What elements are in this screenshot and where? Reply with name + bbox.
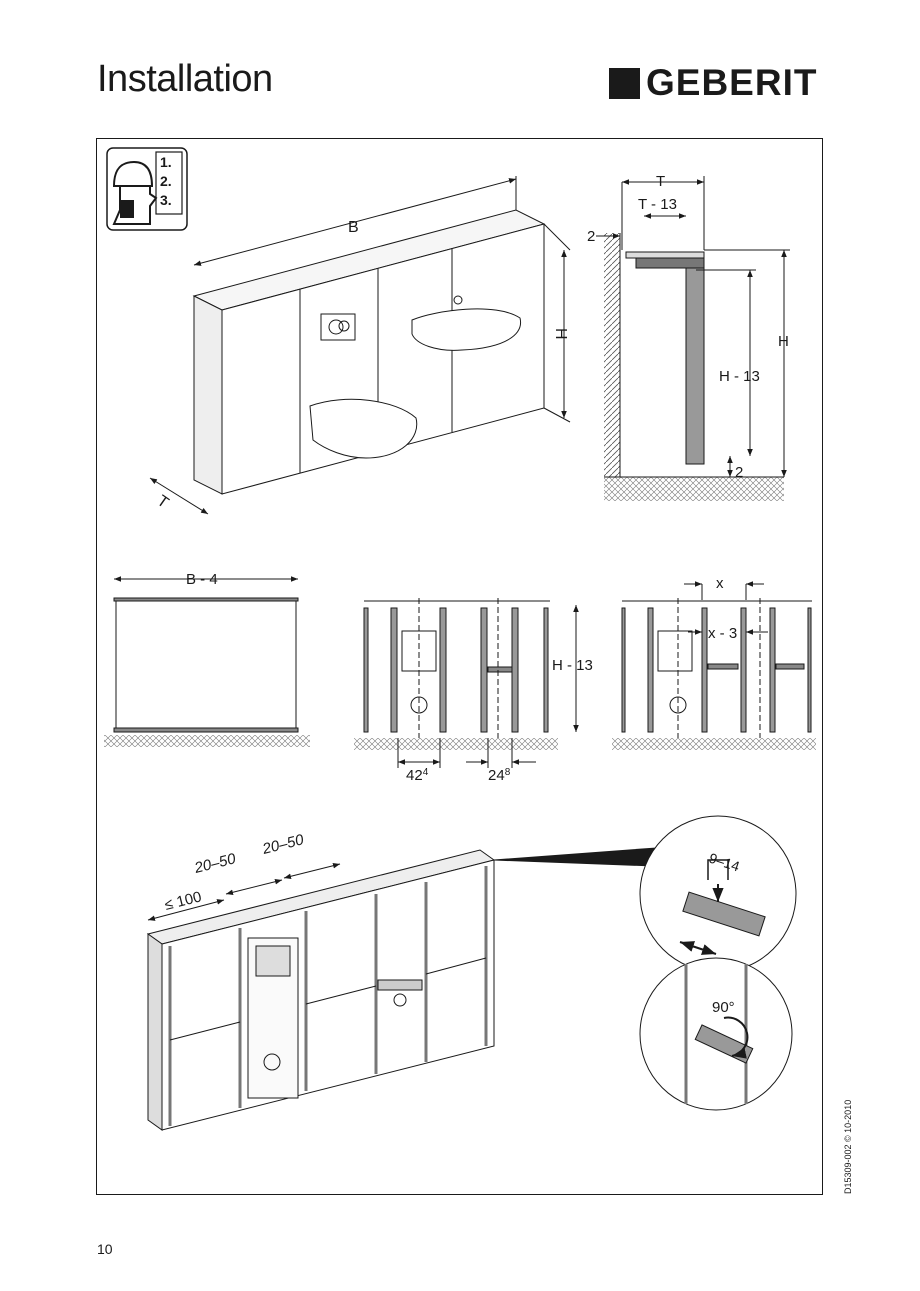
spacing-x-label: x <box>716 575 724 592</box>
document-reference: D15309-002 © 10-2010 <box>843 1099 853 1194</box>
spacing-b: 248 <box>488 767 511 784</box>
installer-step-icon: 1. 2. 3. <box>106 147 188 231</box>
spacing-a: 424 <box>406 767 429 784</box>
frame-isometric-drawing <box>146 847 657 1131</box>
section-depth-t: T <box>656 173 665 190</box>
section-view-drawing <box>596 176 790 501</box>
section-height-h-13: H - 13 <box>719 368 760 385</box>
section-offset-2-top: 2 <box>587 228 595 245</box>
page-number: 10 <box>97 1241 113 1257</box>
brand-logo: GEBERIT <box>609 62 818 103</box>
rotation-angle-label: 90° <box>712 999 735 1016</box>
installation-diagram: 1. 2. 3. B H T <box>104 147 816 1131</box>
spacing-x-drawing <box>612 581 816 750</box>
height-label-h-rotated: H <box>552 328 569 340</box>
section-depth-t-13: T - 13 <box>638 196 677 213</box>
section-height-h: H <box>778 333 789 350</box>
step-2: 2. <box>160 173 172 189</box>
wall-overview-drawing <box>149 176 571 515</box>
section-offset-2-bottom: 2 <box>735 464 743 481</box>
step-3: 3. <box>160 192 172 208</box>
panel-width-label: B - 4 <box>186 571 218 588</box>
depth-label-t: T <box>154 492 172 512</box>
logo-square-icon <box>609 67 640 99</box>
page-title: Installation <box>97 58 273 100</box>
gap-label-2: 20–50 <box>260 831 306 858</box>
clip-detail-circle <box>639 815 797 973</box>
layout-height-label: H - 13 <box>552 657 593 674</box>
gap-label-1: 20–50 <box>192 850 238 877</box>
step-1: 1. <box>160 154 172 170</box>
edge-distance-label: ≤ 100 <box>163 888 203 914</box>
frame-layout-drawing <box>354 598 579 768</box>
brand-name: GEBERIT <box>646 62 818 103</box>
rotation-detail-circle <box>639 957 793 1111</box>
figure-frame <box>96 138 823 1195</box>
spacing-x-minus-3: x - 3 <box>708 625 737 642</box>
width-label-b: B <box>348 219 359 236</box>
panel-width-drawing <box>104 576 310 747</box>
